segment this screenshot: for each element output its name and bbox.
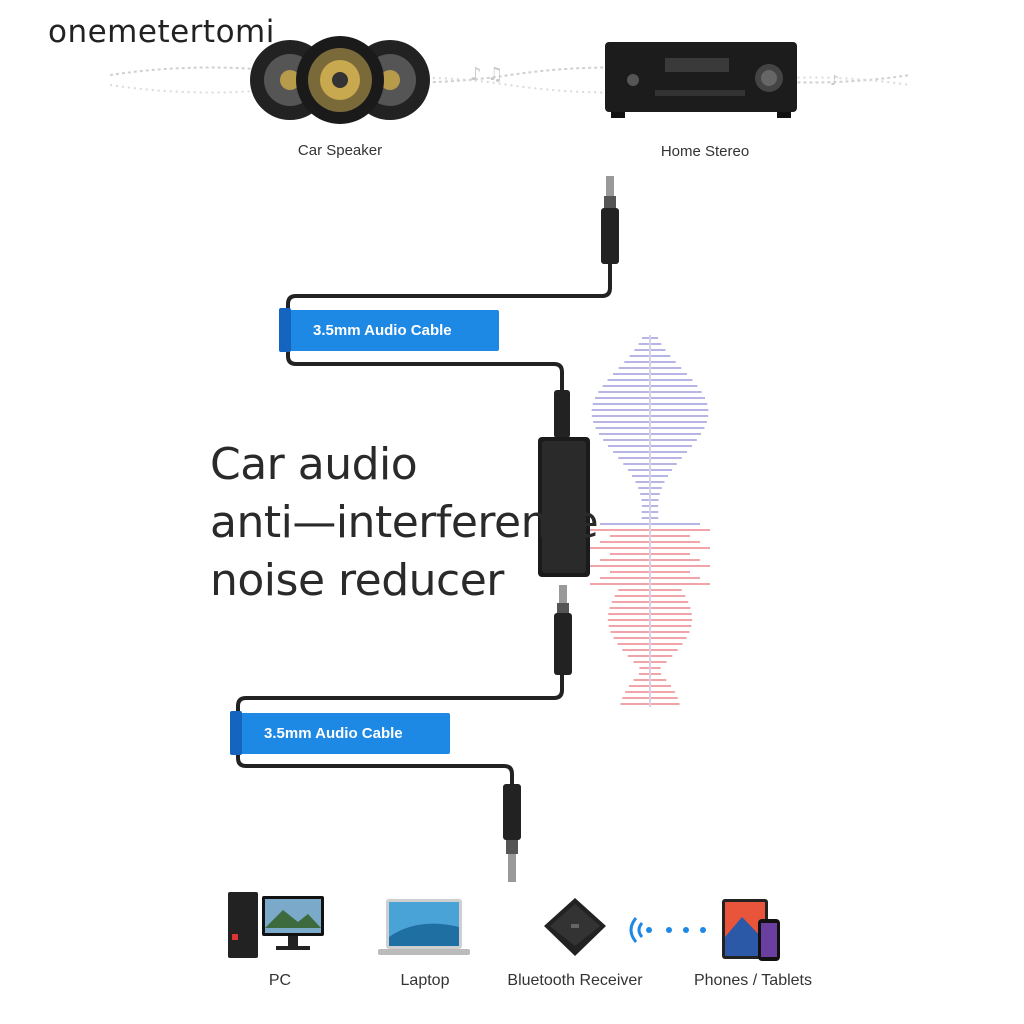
tag-clip [230,711,242,755]
phones-tablets-label: Phones / Tablets [693,972,812,989]
svg-text:♪ ♫: ♪ ♫ [470,64,503,85]
headline-line-1: Car audio [210,439,418,490]
home-stereo-icon [605,42,797,118]
headline: Car audio anti—interference noise reduce… [210,436,599,610]
top-cable-tag: 3.5mm Audio Cable [279,308,499,352]
bluetooth-receiver-label: Bluetooth Receiver [507,972,643,989]
top-cable-tag-label: 3.5mm Audio Cable [313,322,452,339]
car-speaker-label: Car Speaker [297,142,383,159]
waveform-graphic [590,335,710,707]
bottom-cable-tag: 3.5mm Audio Cable [230,711,450,755]
svg-text:♪: ♪ [830,73,839,89]
car-speaker-icon [250,36,430,124]
laptop-label: Laptop [400,972,450,989]
pc-label: PC [268,972,292,989]
pc-icon [228,892,324,958]
bottom-cable-tag-label: 3.5mm Audio Cable [264,725,403,742]
bluetooth-receiver-icon [544,898,606,956]
tag-clip [279,308,291,352]
watermark-text: onemetertomi [48,14,275,50]
phone-tablet-icon [722,899,780,961]
waveform-axis [649,335,651,707]
headline-line-3: noise reducer [210,555,504,606]
wireless-signal-icon [629,917,706,943]
home-stereo-label: Home Stereo [660,143,750,160]
headline-line-2: anti—interference [210,497,599,548]
laptop-icon [378,899,470,955]
